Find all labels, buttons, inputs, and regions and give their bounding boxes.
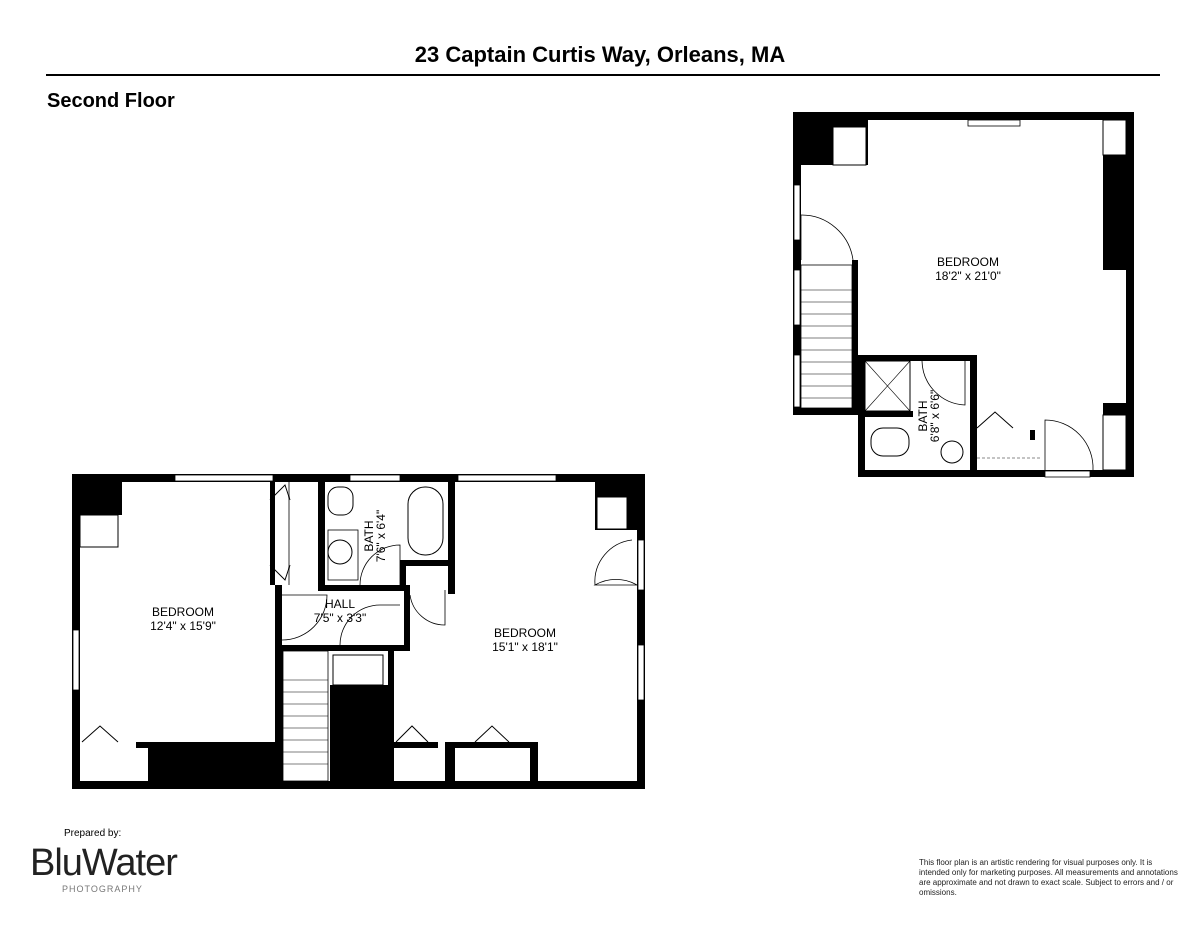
title-divider — [46, 74, 1160, 76]
bedroom-right-size: 15'1" x 18'1" — [492, 640, 558, 654]
hall-name: HALL — [325, 597, 355, 611]
bath-lower-name: BATH — [362, 520, 376, 551]
bluwater-logo-subtext: PHOTOGRAPHY — [62, 884, 143, 894]
bedroom-upper-name: BEDROOM — [937, 255, 999, 269]
bedroom-left-name: BEDROOM — [152, 605, 214, 619]
bedroom-upper-size: 18'2" x 21'0" — [935, 269, 1001, 283]
prepared-by-label: Prepared by: — [64, 828, 122, 839]
upper-plan — [793, 112, 1134, 478]
bath-upper-size: 6'8" x 6'6" — [928, 390, 942, 442]
floor-label: Second Floor — [47, 90, 175, 112]
bedroom-left-size: 12'4" x 15'9" — [150, 619, 216, 633]
bluwater-logo: BluWater — [30, 842, 178, 884]
room-labels: BEDROOM 12'4" x 15'9" HALL 7'5" x 3'3" B… — [150, 255, 1001, 654]
bedroom-right-name: BEDROOM — [494, 626, 556, 640]
page-title: 23 Captain Curtis Way, Orleans, MA — [414, 42, 786, 67]
hall-size: 7'5" x 3'3" — [314, 611, 366, 625]
lower-plan — [72, 474, 645, 789]
disclaimer: This floor plan is an artistic rendering… — [919, 858, 1178, 897]
bath-lower-size: 7'6" x 6'4" — [374, 510, 388, 562]
bath-upper-name: BATH — [916, 400, 930, 431]
